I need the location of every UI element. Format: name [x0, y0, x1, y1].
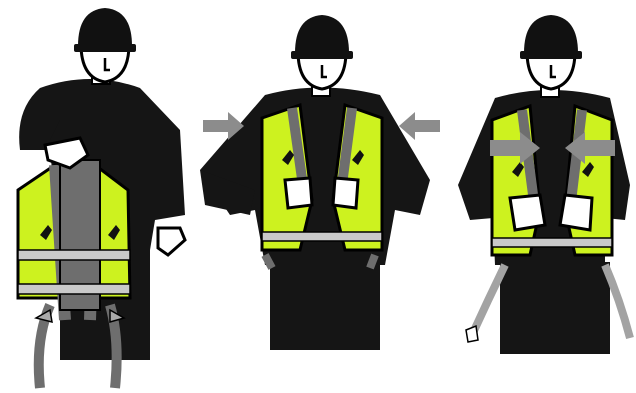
head-icon-1	[74, 8, 136, 82]
push-in-right-arrow-icon	[399, 112, 440, 140]
step-3-figure	[458, 15, 630, 354]
head-icon-2	[291, 15, 353, 89]
step-2-figure	[200, 15, 440, 350]
step-1-figure	[18, 8, 185, 388]
head-icon-3	[520, 15, 582, 89]
